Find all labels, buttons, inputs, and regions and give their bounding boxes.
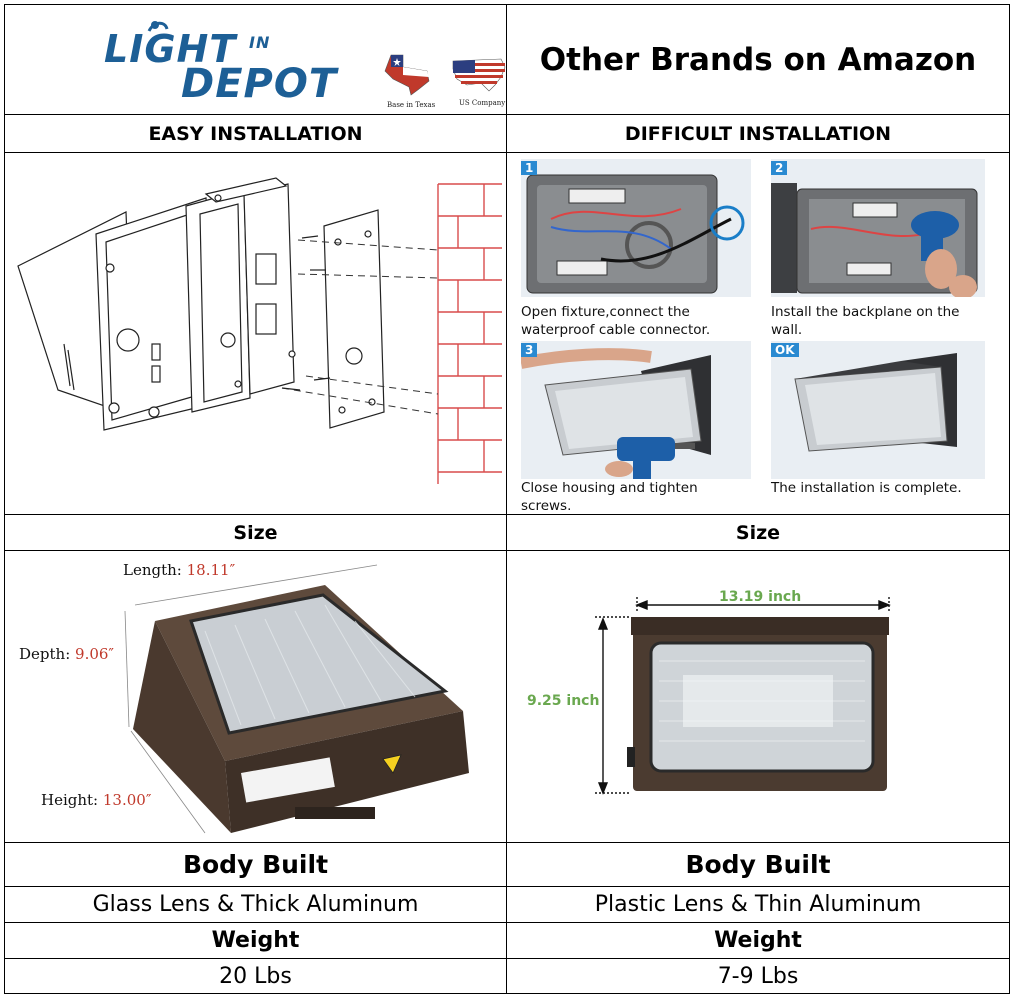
weight-value-row: 20 Lbs 7-9 Lbs bbox=[5, 959, 1009, 993]
height-label: Height: bbox=[41, 791, 99, 809]
height-dimension: Height: 13.00″ bbox=[41, 791, 151, 809]
left-size-cell: Length: 18.11″ Depth: 9.06″ Height: 13.0… bbox=[5, 551, 507, 842]
size-header-row: Size Size bbox=[5, 515, 1009, 551]
body-built-value-row: Glass Lens & Thick Aluminum Plastic Lens… bbox=[5, 887, 1009, 923]
left-fixture-photo bbox=[124, 564, 469, 834]
length-dimension: Length: 18.11″ bbox=[123, 561, 235, 579]
right-weight-value: 7-9 Lbs bbox=[717, 963, 799, 989]
step3-badge: 3 bbox=[521, 343, 538, 357]
depth-label: Depth: bbox=[19, 645, 71, 663]
easy-installation-title: EASY INSTALLATION bbox=[148, 122, 363, 145]
step3-photo bbox=[521, 341, 751, 479]
logo-text-light: LIGHT bbox=[104, 27, 237, 71]
step3-caption: Close housing and tighten screws. bbox=[521, 480, 698, 514]
logo-text-in: IN bbox=[249, 33, 271, 52]
left-weight-value: 20 Lbs bbox=[219, 963, 292, 989]
size-content-row: Length: 18.11″ Depth: 9.06″ Height: 13.0… bbox=[5, 551, 1009, 843]
left-size-title: Size bbox=[233, 521, 278, 544]
us-badge-label: US Company bbox=[459, 99, 506, 107]
length-label: Length: bbox=[123, 561, 182, 579]
step2-photo bbox=[771, 159, 985, 297]
left-body-built-title: Body Built bbox=[182, 850, 329, 879]
difficult-installation-steps-cell: 1 Open fixture,connect the waterproof ca… bbox=[507, 153, 1009, 514]
texas-badge-label: Base in Texas bbox=[387, 101, 436, 109]
right-weight-title: Weight bbox=[714, 928, 802, 953]
right-size-cell: 13.19 inch 9.25 inch bbox=[507, 551, 1009, 842]
comparison-table: LIGHT IN DEPOT Base in Texas bbox=[4, 4, 1010, 994]
brick-wall-icon bbox=[436, 182, 502, 484]
step1-caption: Open fixture,connect the waterproof cabl… bbox=[521, 304, 711, 338]
left-weight-title: Weight bbox=[211, 928, 300, 953]
texas-flag-map-icon bbox=[384, 54, 430, 96]
left-body-built-value: Glass Lens & Thick Aluminum bbox=[92, 892, 419, 917]
other-brands-cell: Other Brands on Amazon bbox=[507, 5, 1009, 114]
right-body-built-value: Plastic Lens & Thin Aluminum bbox=[594, 892, 922, 917]
right-size-title: Size bbox=[735, 521, 781, 544]
fixture-body-icon bbox=[16, 176, 296, 431]
right-body-built-title: Body Built bbox=[685, 850, 831, 879]
backplate-icon bbox=[322, 208, 385, 429]
difficult-installation-title: DIFFICULT INSTALLATION bbox=[624, 122, 892, 145]
step-ok-badge: OK bbox=[771, 343, 799, 357]
us-flag-map-icon bbox=[452, 58, 506, 92]
depth-value: 9.06″ bbox=[75, 645, 115, 663]
weight-header-row: Weight Weight bbox=[5, 923, 1009, 959]
length-value: 18.11″ bbox=[186, 561, 236, 579]
easy-installation-diagram-cell bbox=[5, 153, 507, 514]
width-dimension: 13.19 inch bbox=[719, 589, 802, 605]
step1-badge: 1 bbox=[521, 161, 538, 175]
header-row: LIGHT IN DEPOT Base in Texas bbox=[5, 5, 1009, 115]
height-value: 13.00″ bbox=[102, 791, 152, 809]
height-dimension-right: 9.25 inch bbox=[527, 693, 600, 709]
other-brands-title: Other Brands on Amazon bbox=[539, 41, 977, 78]
right-fixture-photo bbox=[595, 597, 891, 795]
logo-text-depot: DEPOT bbox=[181, 61, 338, 107]
light-in-depot-logo: LIGHT IN DEPOT Base in Texas bbox=[99, 17, 506, 113]
step2-caption: Install the backplane on the wall. bbox=[771, 304, 960, 338]
body-built-header-row: Body Built Body Built bbox=[5, 843, 1009, 887]
logo-swoosh-icon bbox=[147, 21, 169, 32]
installation-content-row: 1 Open fixture,connect the waterproof ca… bbox=[5, 153, 1009, 515]
step-ok-photo bbox=[771, 341, 985, 479]
light-in-depot-logo-cell: LIGHT IN DEPOT Base in Texas bbox=[5, 5, 507, 114]
exploded-mount-diagram bbox=[16, 176, 502, 484]
depth-dimension: Depth: 9.06″ bbox=[19, 645, 114, 663]
installation-header-row: EASY INSTALLATION DIFFICULT INSTALLATION bbox=[5, 115, 1009, 153]
step1-photo bbox=[521, 159, 751, 297]
step-ok-caption: The installation is complete. bbox=[771, 480, 962, 496]
step2-badge: 2 bbox=[771, 161, 788, 175]
